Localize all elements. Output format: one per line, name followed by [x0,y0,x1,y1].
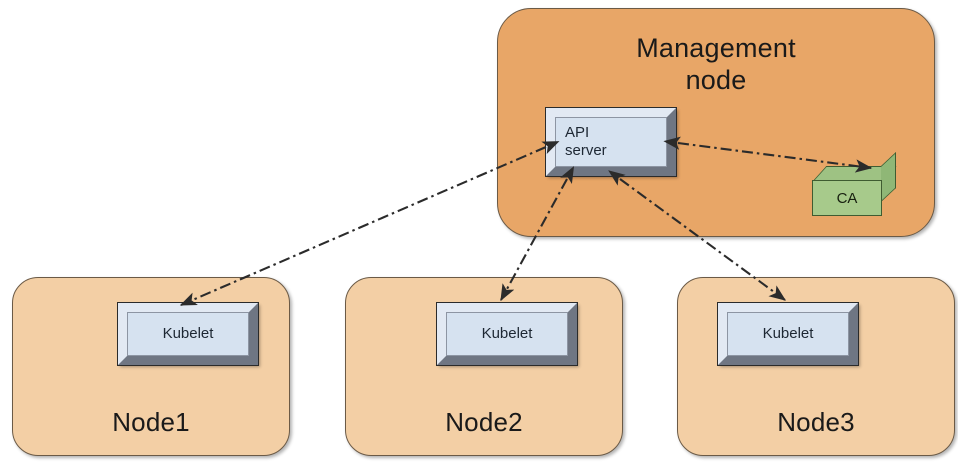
kubelet-box-node3[interactable]: Kubelet [717,302,859,366]
ca-box-front-face: CA [812,180,882,216]
kubelet-label-node2: Kubelet [481,325,533,343]
api-server-label-line2: server [565,142,607,159]
api-server-box-inner: API server [555,117,667,167]
ca-label: CA [836,189,858,207]
management-node-title-line1: Management [636,33,796,63]
kubelet-box-node1[interactable]: Kubelet [117,302,259,366]
kubelet-label-node1: Kubelet [162,325,214,343]
kubelet-box-node2-inner: Kubelet [446,312,568,356]
node1-label: Node1 [112,407,190,438]
api-server-label: API server [556,124,607,159]
ca-box[interactable]: CA [812,152,908,216]
kubelet-box-node1-inner: Kubelet [127,312,249,356]
management-node-title: Management node [498,33,934,97]
api-server-box[interactable]: API server [545,107,677,177]
management-node-title-line2: node [685,64,747,95]
node3-label: Node3 [777,407,855,438]
kubelet-label-node3: Kubelet [762,325,814,343]
kubelet-box-node3-inner: Kubelet [727,312,849,356]
kubelet-box-node2[interactable]: Kubelet [436,302,578,366]
node2-label: Node2 [445,407,523,438]
api-server-label-line1: API [565,124,590,142]
